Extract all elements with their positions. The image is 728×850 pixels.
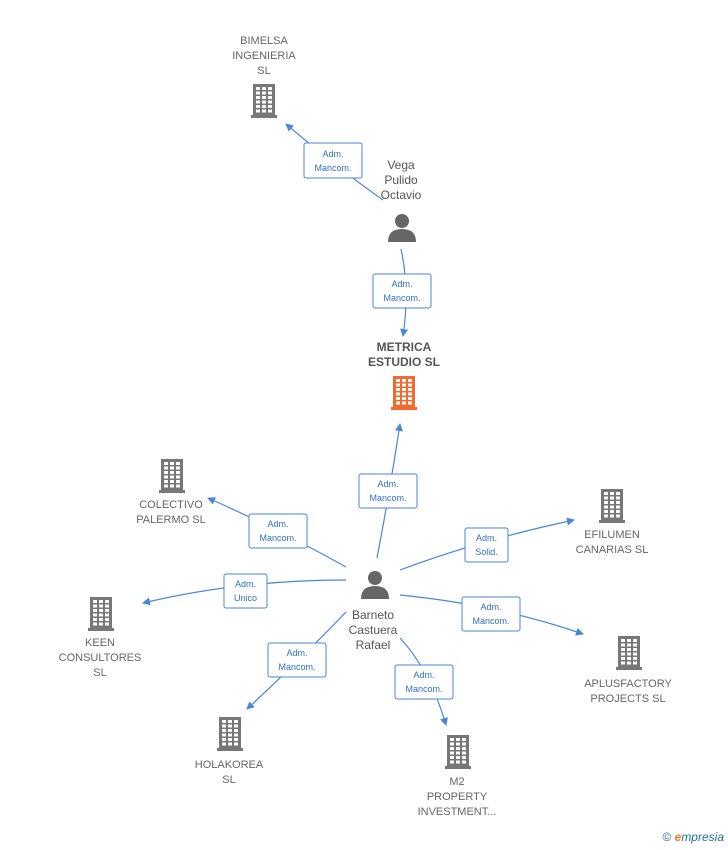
- edge-label-barneto-holakorea[interactable]: Adm. Mancom.: [267, 642, 327, 678]
- svg-text:Adm.: Adm.: [377, 479, 398, 489]
- building-icon: [88, 597, 114, 631]
- node-vega[interactable]: Vega Pulido Octavio: [381, 158, 422, 242]
- svg-text:Adm.: Adm.: [322, 149, 343, 159]
- copyright-icon: ©: [662, 830, 672, 844]
- svg-text:Pulido: Pulido: [384, 173, 418, 187]
- node-colectivo[interactable]: COLECTIVO PALERMO SL: [136, 459, 206, 526]
- svg-text:Mancom.: Mancom.: [472, 616, 509, 626]
- node-holakorea[interactable]: HOLAKOREA SL: [195, 717, 264, 786]
- svg-text:Solid.: Solid.: [475, 547, 498, 557]
- edge-label-barneto-aplus[interactable]: Adm. Mancom.: [461, 596, 521, 632]
- svg-text:Rafael: Rafael: [356, 638, 391, 652]
- node-keen[interactable]: KEEN CONSULTORES SL: [59, 597, 142, 679]
- building-icon: [159, 459, 185, 493]
- svg-text:PROPERTY: PROPERTY: [427, 791, 488, 803]
- building-icon: [217, 717, 243, 751]
- edge-label-barneto-metrica[interactable]: Adm. Mancom.: [358, 473, 418, 509]
- node-efilumen[interactable]: EFILUMEN CANARIAS SL: [576, 489, 649, 556]
- svg-text:KEEN: KEEN: [85, 637, 115, 649]
- svg-text:Mancom.: Mancom.: [369, 493, 406, 503]
- svg-text:M2: M2: [449, 776, 464, 788]
- svg-text:INVESTMENT...: INVESTMENT...: [418, 806, 497, 818]
- edge-label-vega-metrica[interactable]: Adm. Mancom.: [372, 273, 432, 309]
- svg-text:METRICA: METRICA: [377, 340, 432, 354]
- svg-text:Adm.: Adm.: [235, 579, 256, 589]
- svg-text:Adm.: Adm.: [286, 648, 307, 658]
- edge-label-barneto-m2[interactable]: Adm. Mancom.: [394, 664, 454, 700]
- person-icon: [388, 214, 416, 242]
- svg-text:BIMELSA: BIMELSA: [240, 35, 288, 47]
- brand-name: mpresia: [681, 830, 724, 844]
- building-icon: [616, 636, 642, 670]
- svg-text:Castuera: Castuera: [349, 623, 398, 637]
- svg-text:Adm.: Adm.: [391, 279, 412, 289]
- svg-text:Mancom.: Mancom.: [259, 533, 296, 543]
- node-m2[interactable]: M2 PROPERTY INVESTMENT...: [418, 735, 497, 818]
- building-icon: [445, 735, 471, 769]
- svg-text:Mancom.: Mancom.: [383, 293, 420, 303]
- node-bimelsa[interactable]: BIMELSA INGENIERIA SL: [232, 35, 296, 118]
- edge-label-barneto-colectivo[interactable]: Adm. Mancom.: [248, 513, 308, 549]
- svg-text:EFILUMEN: EFILUMEN: [584, 529, 640, 541]
- person-icon: [361, 571, 389, 599]
- svg-text:HOLAKOREA: HOLAKOREA: [195, 759, 264, 771]
- svg-text:APLUSFACTORY: APLUSFACTORY: [584, 678, 672, 690]
- building-icon: [251, 84, 277, 118]
- edge-label-vega-bimelsa[interactable]: Adm. Mancom.: [303, 142, 363, 179]
- svg-text:SL: SL: [222, 774, 235, 786]
- svg-text:Barneto: Barneto: [352, 608, 394, 622]
- brand-footer: © empresia: [662, 830, 724, 844]
- svg-text:Mancom.: Mancom.: [314, 163, 351, 173]
- svg-text:ESTUDIO SL: ESTUDIO SL: [368, 355, 440, 369]
- building-icon: [599, 489, 625, 523]
- svg-text:Octavio: Octavio: [381, 188, 422, 202]
- svg-text:COLECTIVO: COLECTIVO: [139, 499, 203, 511]
- svg-text:PALERMO SL: PALERMO SL: [136, 514, 206, 526]
- svg-text:INGENIERIA: INGENIERIA: [232, 50, 296, 62]
- svg-text:Adm.: Adm.: [267, 519, 288, 529]
- svg-text:Vega: Vega: [387, 158, 415, 172]
- svg-text:Unico: Unico: [234, 593, 257, 603]
- edge-label-barneto-efilumen[interactable]: Adm. Solid.: [464, 527, 509, 563]
- svg-text:PROJECTS SL: PROJECTS SL: [590, 693, 665, 705]
- svg-text:Adm.: Adm.: [480, 602, 501, 612]
- svg-text:Mancom.: Mancom.: [405, 684, 442, 694]
- svg-text:Adm.: Adm.: [476, 533, 497, 543]
- svg-text:SL: SL: [93, 667, 106, 679]
- node-barneto[interactable]: Barneto Castuera Rafael: [349, 571, 398, 652]
- building-icon: [391, 376, 417, 410]
- edge-label-barneto-keen[interactable]: Adm. Unico: [223, 573, 268, 609]
- svg-text:CANARIAS SL: CANARIAS SL: [576, 544, 649, 556]
- brand-logo-e: e: [674, 830, 682, 844]
- svg-text:CONSULTORES: CONSULTORES: [59, 652, 142, 664]
- svg-text:SL: SL: [257, 65, 270, 77]
- node-aplusfactory[interactable]: APLUSFACTORY PROJECTS SL: [584, 636, 672, 705]
- svg-text:Mancom.: Mancom.: [278, 662, 315, 672]
- svg-text:Adm.: Adm.: [413, 670, 434, 680]
- node-metrica[interactable]: METRICA ESTUDIO SL: [368, 340, 440, 410]
